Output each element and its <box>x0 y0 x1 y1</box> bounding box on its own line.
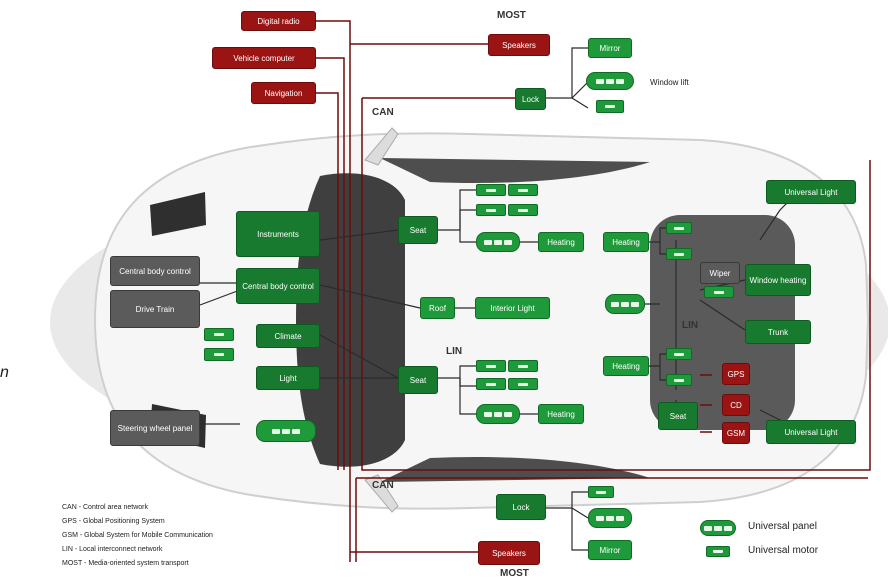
universal-light-top-module: Universal Light <box>766 180 856 204</box>
legend-universal-panel: Universal panel <box>748 521 817 532</box>
bus-wires <box>316 20 871 562</box>
heating-front-bottom-module: Heating <box>538 404 584 424</box>
seat-top-panel <box>476 232 520 252</box>
motor-seat-bottom-3 <box>476 378 506 390</box>
digital-radio-module: Digital radio <box>241 11 316 31</box>
side-window-top <box>380 158 650 184</box>
lin-wires <box>199 47 801 551</box>
motor-climate-1 <box>204 328 234 341</box>
bus-label-lin-center: LIN <box>446 346 463 357</box>
bus-label-most-bottom: MOST <box>500 568 529 579</box>
cropped-side-label: n <box>0 364 9 381</box>
motor-rear-1 <box>666 222 692 234</box>
hood-vent-top <box>150 192 206 236</box>
mirror-top-module: Mirror <box>588 38 632 58</box>
gsm-module: GSM <box>722 422 750 444</box>
legend-lin: LIN - Local interconnect network <box>62 546 163 553</box>
motor-seat-top-1 <box>476 184 506 196</box>
bus-label-lin-rear: LIN <box>682 320 699 331</box>
bus-label-can-bottom: CAN <box>372 480 394 491</box>
window-lift-panel <box>586 72 634 90</box>
legend-most: MOST - Media-oriented system transport <box>62 560 189 567</box>
drive-train-module: Drive Train <box>110 290 200 328</box>
rear-universal-panel <box>605 294 645 314</box>
lock-bottom-module: Lock <box>496 494 546 520</box>
steering-wheel-panel-module: Steering wheel panel <box>110 410 200 446</box>
seat-front-bottom-module: Seat <box>398 366 438 394</box>
universal-light-bottom-module: Universal Light <box>766 420 856 444</box>
seat-rear-module: Seat <box>658 402 698 430</box>
speakers-bottom-module: Speakers <box>478 541 540 565</box>
bus-label-can-top: CAN <box>372 107 394 118</box>
front-universal-panel <box>256 420 316 442</box>
window-lift-label: Window lift <box>650 78 689 87</box>
window-heating-module: Window heating <box>745 264 811 296</box>
roof-module: Roof <box>420 297 455 319</box>
motor-seat-bottom-1 <box>476 360 506 372</box>
legend-panel-icon <box>700 520 736 536</box>
legend-gps: GPS - Global Positioning System <box>62 518 165 525</box>
legend-gsm: GSM - Global System for Mobile Communica… <box>62 532 213 539</box>
legend-motor-icon <box>706 546 730 557</box>
seat-front-top-module: Seat <box>398 216 438 244</box>
navigation-module: Navigation <box>251 82 316 104</box>
cd-module: CD <box>722 394 750 416</box>
motor-rear-3 <box>666 348 692 360</box>
motor-wiper <box>704 286 734 298</box>
wiper-module: Wiper <box>700 262 740 284</box>
trunk-module: Trunk <box>745 320 811 344</box>
motor-seat-bottom-2 <box>508 360 538 372</box>
vehicle-computer-module: Vehicle computer <box>212 47 316 69</box>
motor-climate-2 <box>204 348 234 361</box>
gps-module: GPS <box>722 363 750 385</box>
climate-module: Climate <box>256 324 320 348</box>
mirror-bottom-module: Mirror <box>588 540 632 560</box>
lock-top-module: Lock <box>515 88 546 110</box>
heating-rear-top-module: Heating <box>603 232 649 252</box>
central-body-control-module: Central body control <box>236 268 320 304</box>
mirror-bottom-shape <box>364 474 399 513</box>
legend-universal-motor: Universal motor <box>748 545 819 556</box>
instruments-module: Instruments <box>236 211 320 257</box>
mirror-top-shape <box>364 127 399 166</box>
motor-seat-top-3 <box>476 204 506 216</box>
bus-label-most-top: MOST <box>497 10 526 21</box>
heating-rear-bottom-module: Heating <box>603 356 649 376</box>
motor-seat-bottom-4 <box>508 378 538 390</box>
speakers-top-module: Speakers <box>488 34 550 56</box>
heating-front-top-module: Heating <box>538 232 584 252</box>
motor-seat-top-4 <box>508 204 538 216</box>
seat-bottom-panel <box>476 404 520 424</box>
light-module: Light <box>256 366 320 390</box>
central-body-control-ext-module: Central body control <box>110 256 200 286</box>
legend-can: CAN - Control area network <box>62 504 148 511</box>
motor-bottom-door <box>588 486 614 498</box>
bottom-door-panel <box>588 508 632 528</box>
interior-light-module: Interior Light <box>475 297 550 319</box>
motor-rear-4 <box>666 374 692 386</box>
motor-seat-top-2 <box>508 184 538 196</box>
motor-rear-2 <box>666 248 692 260</box>
motor-top-door <box>596 100 624 113</box>
